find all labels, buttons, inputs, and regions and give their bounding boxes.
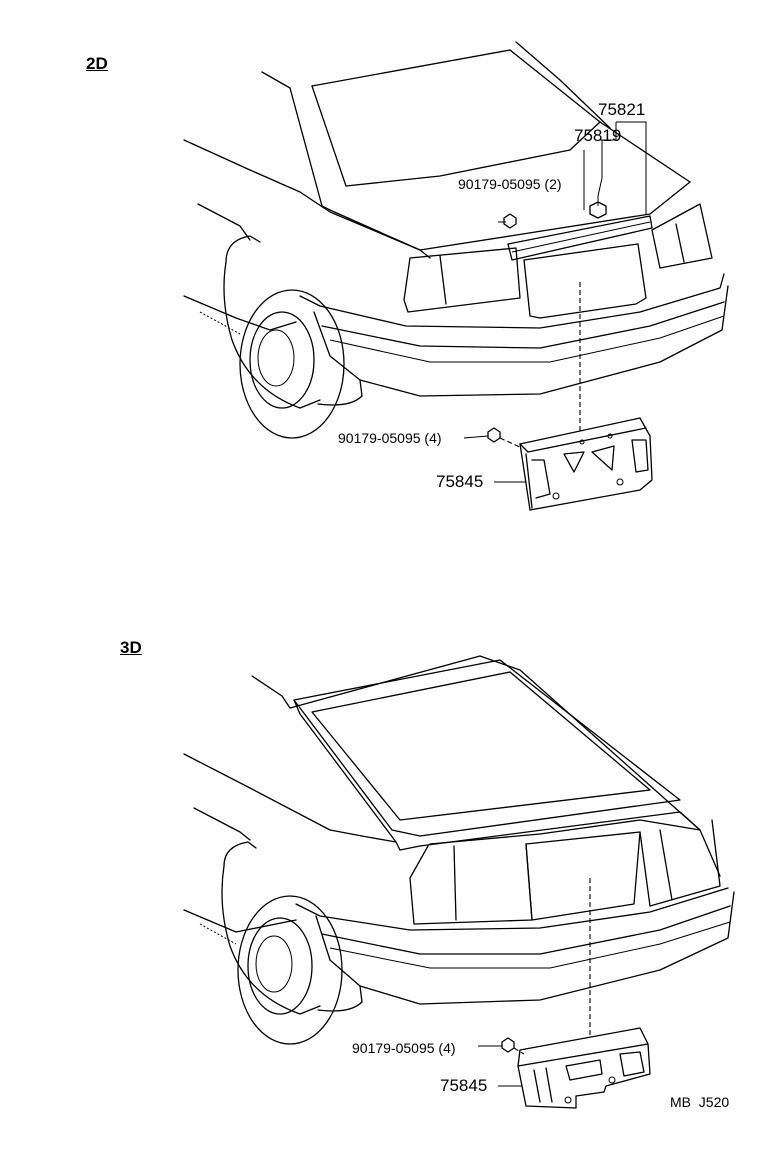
section-label-3d: 3D bbox=[120, 638, 142, 657]
section-label-2d: 2D bbox=[86, 54, 108, 73]
part-label-nut-3d: 90179-05095 (4) bbox=[352, 1040, 456, 1056]
figure-code: MB J520 bbox=[670, 1094, 730, 1110]
part-label-nut-bottom-2d: 90179-05095 (4) bbox=[338, 430, 442, 446]
part-label-75845-3d: 75845 bbox=[440, 1076, 488, 1095]
part-label-75821: 75821 bbox=[598, 100, 646, 119]
part-label-75845-2d: 75845 bbox=[436, 472, 484, 491]
part-label-75819: 75819 bbox=[574, 126, 622, 145]
part-label-nut-top: 90179-05095 (2) bbox=[458, 176, 562, 192]
